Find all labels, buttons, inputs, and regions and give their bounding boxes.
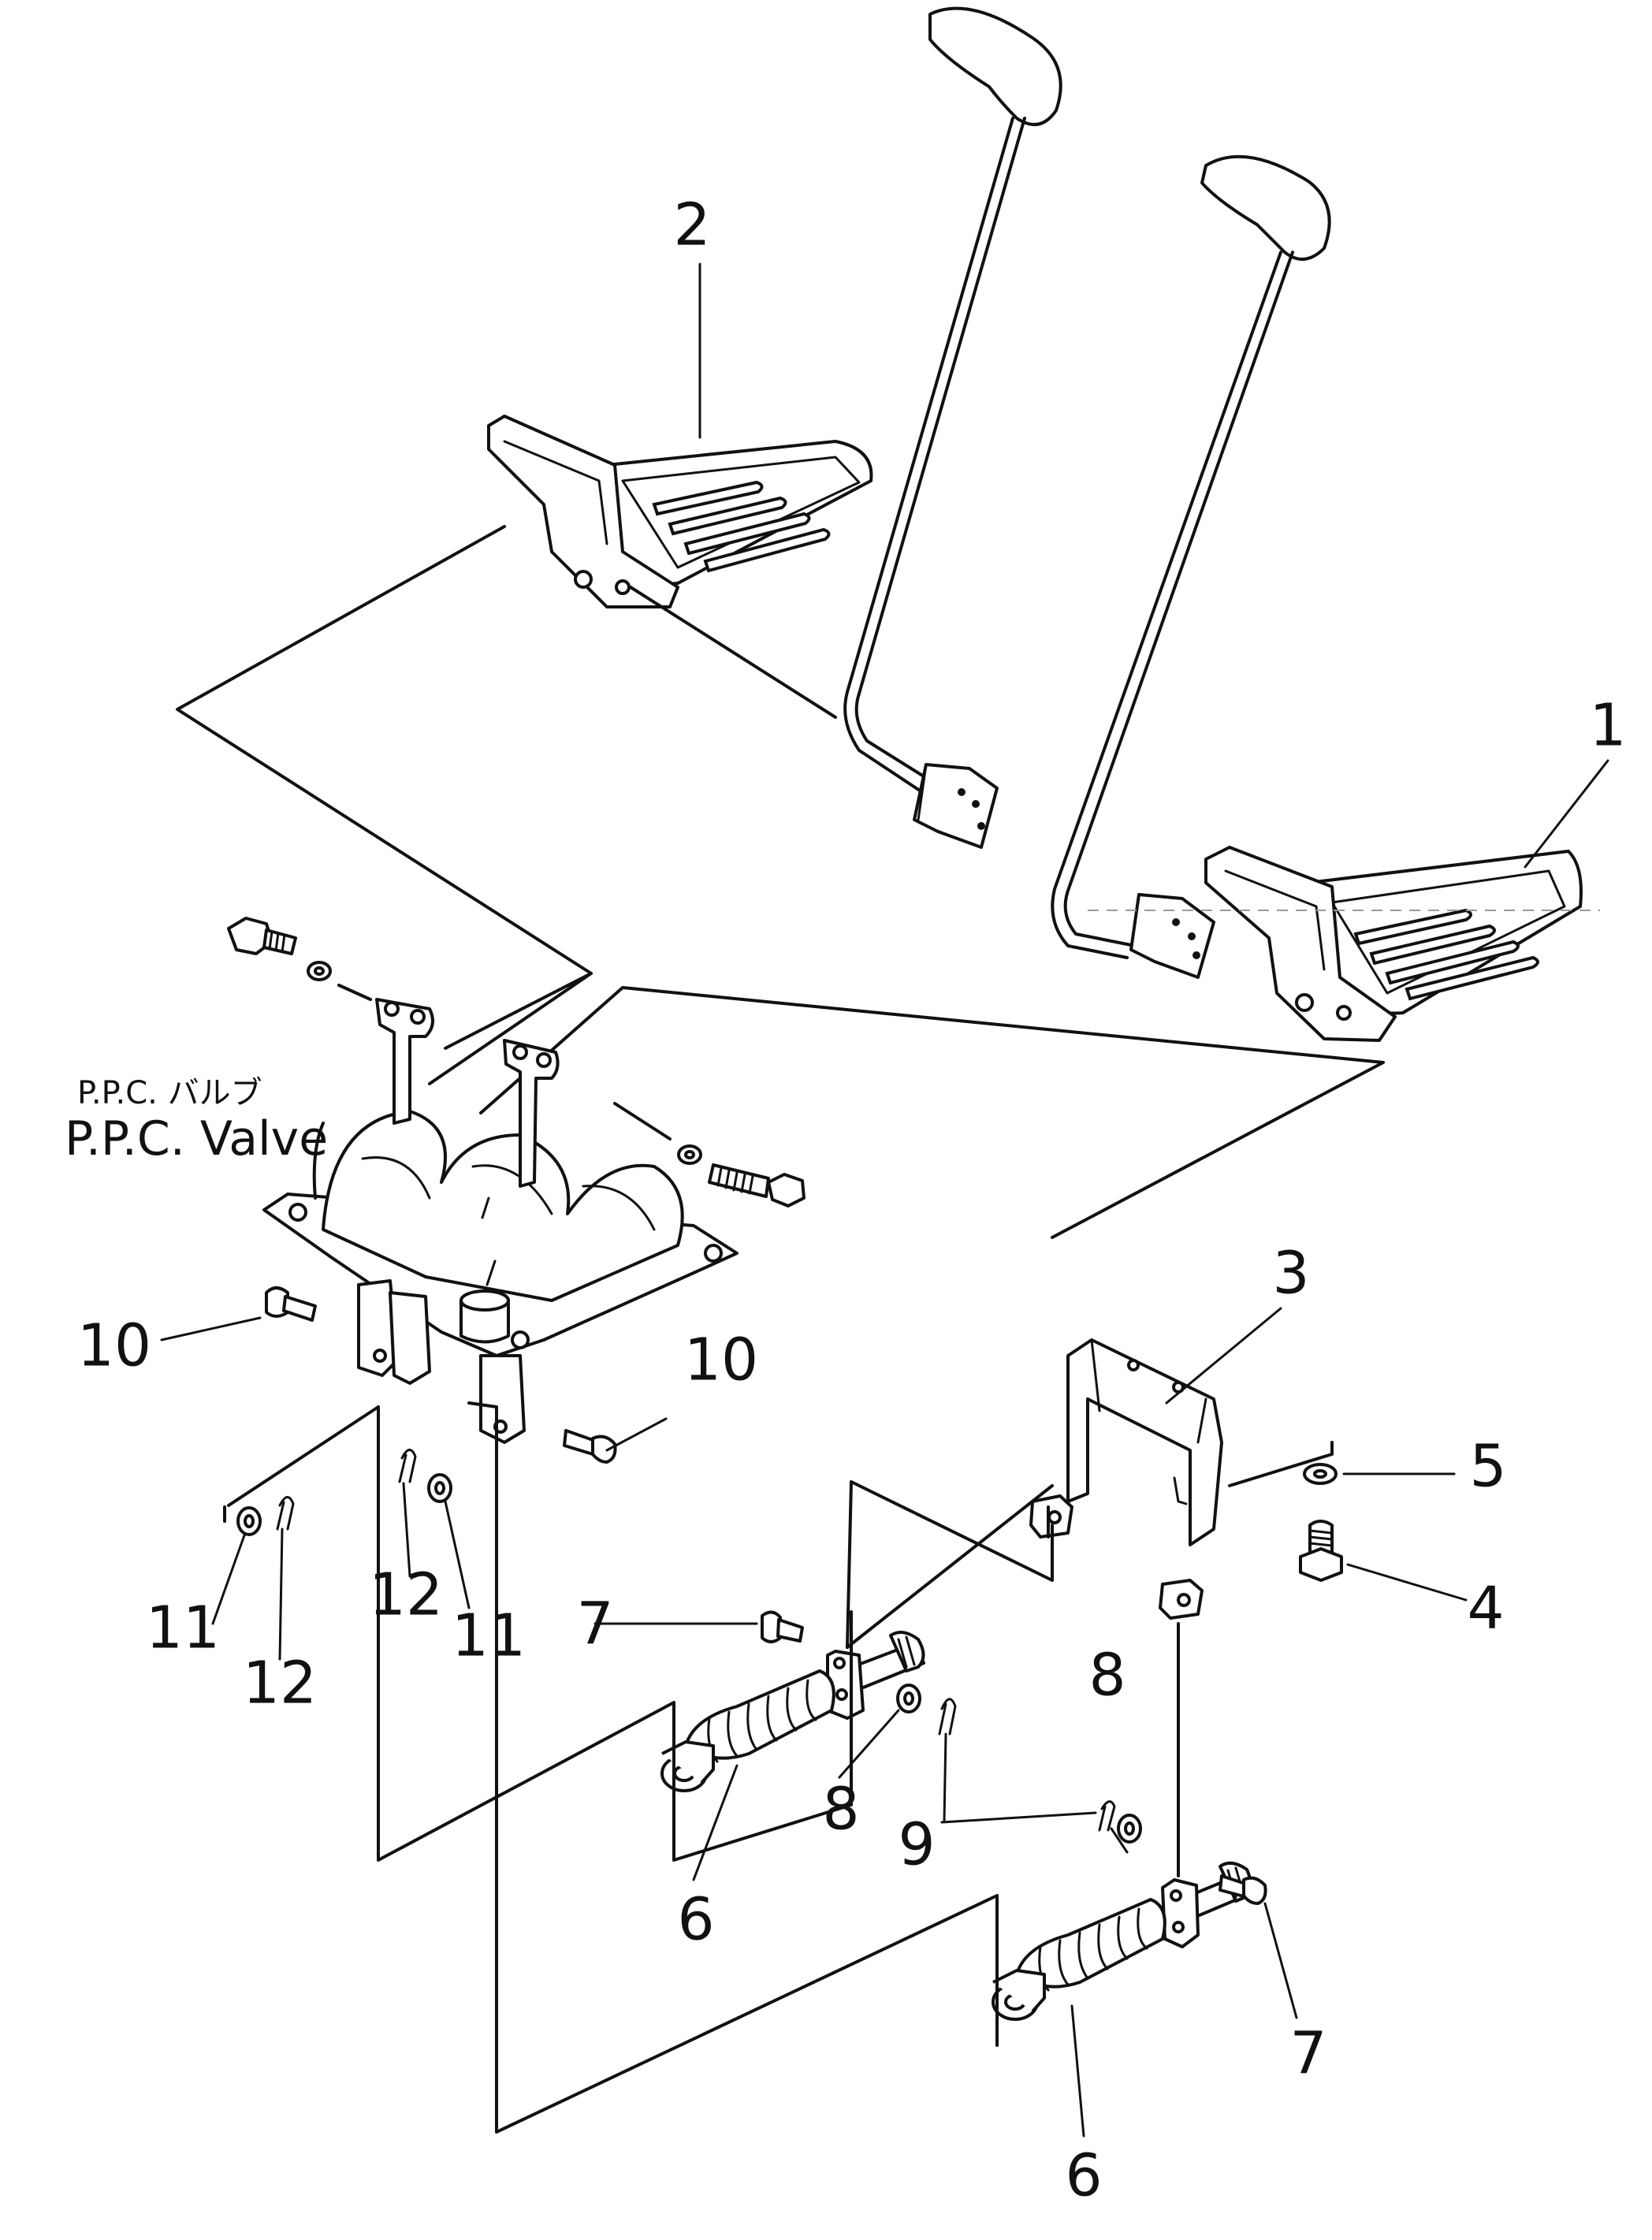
bolt-4 <box>1299 1520 1343 1582</box>
callout-11-left: 11 <box>146 1594 220 1662</box>
callout-6-lower: 6 <box>1065 2142 1102 2210</box>
bracket-3 <box>1029 1338 1223 1620</box>
callout-7-lower: 7 <box>1289 2020 1326 2088</box>
cotter-pin-9 <box>938 1698 1116 1832</box>
callout-3: 3 <box>1272 1240 1309 1308</box>
cotter-pin-12-mid <box>398 1449 417 1483</box>
callout-4: 4 <box>1467 1575 1504 1643</box>
callout-2: 2 <box>673 192 710 259</box>
valve-top-hardware <box>227 917 806 1207</box>
callout-1: 1 <box>1589 692 1626 760</box>
callout-11-mid: 11 <box>452 1602 526 1670</box>
valve-caption-jp: P.P.C. バルブ <box>77 1075 262 1111</box>
washer-8-lower <box>1117 1814 1142 1844</box>
pin-7-upper <box>761 1610 804 1643</box>
callout-12-left: 12 <box>243 1650 317 1717</box>
mounting-outline <box>176 525 1385 1239</box>
cotter-pin-12-left <box>276 1496 295 1531</box>
leader-lines <box>160 262 1609 2138</box>
callout-10-right: 10 <box>684 1327 758 1394</box>
pedal-2 <box>487 6 1062 849</box>
bolt-10-left <box>265 1286 317 1322</box>
pedal-1 <box>1051 154 1600 1042</box>
callout-5: 5 <box>1469 1433 1506 1501</box>
washer-11-left <box>236 1506 262 1536</box>
spring-cylinder-upper <box>660 1631 925 1792</box>
pin-7-lower <box>1219 1874 1267 1905</box>
spring-cylinder-lower <box>992 1861 1253 2021</box>
callout-8-left: 8 <box>822 1776 859 1844</box>
valve-caption-en: P.P.C. Valve <box>65 1111 328 1167</box>
washer-8-upper <box>896 1684 921 1713</box>
bolt-10-right <box>563 1429 617 1464</box>
washer-5 <box>1303 1463 1338 1485</box>
callout-7-upper: 7 <box>576 1591 613 1658</box>
callout-9: 9 <box>898 1811 935 1879</box>
callout-6-upper: 6 <box>677 1886 714 1954</box>
callout-12-mid: 12 <box>369 1561 443 1629</box>
washer-11-mid <box>427 1473 452 1503</box>
callout-10-left: 10 <box>77 1312 151 1380</box>
ppc-valve <box>262 998 739 1444</box>
callout-8-right: 8 <box>1088 1642 1126 1710</box>
